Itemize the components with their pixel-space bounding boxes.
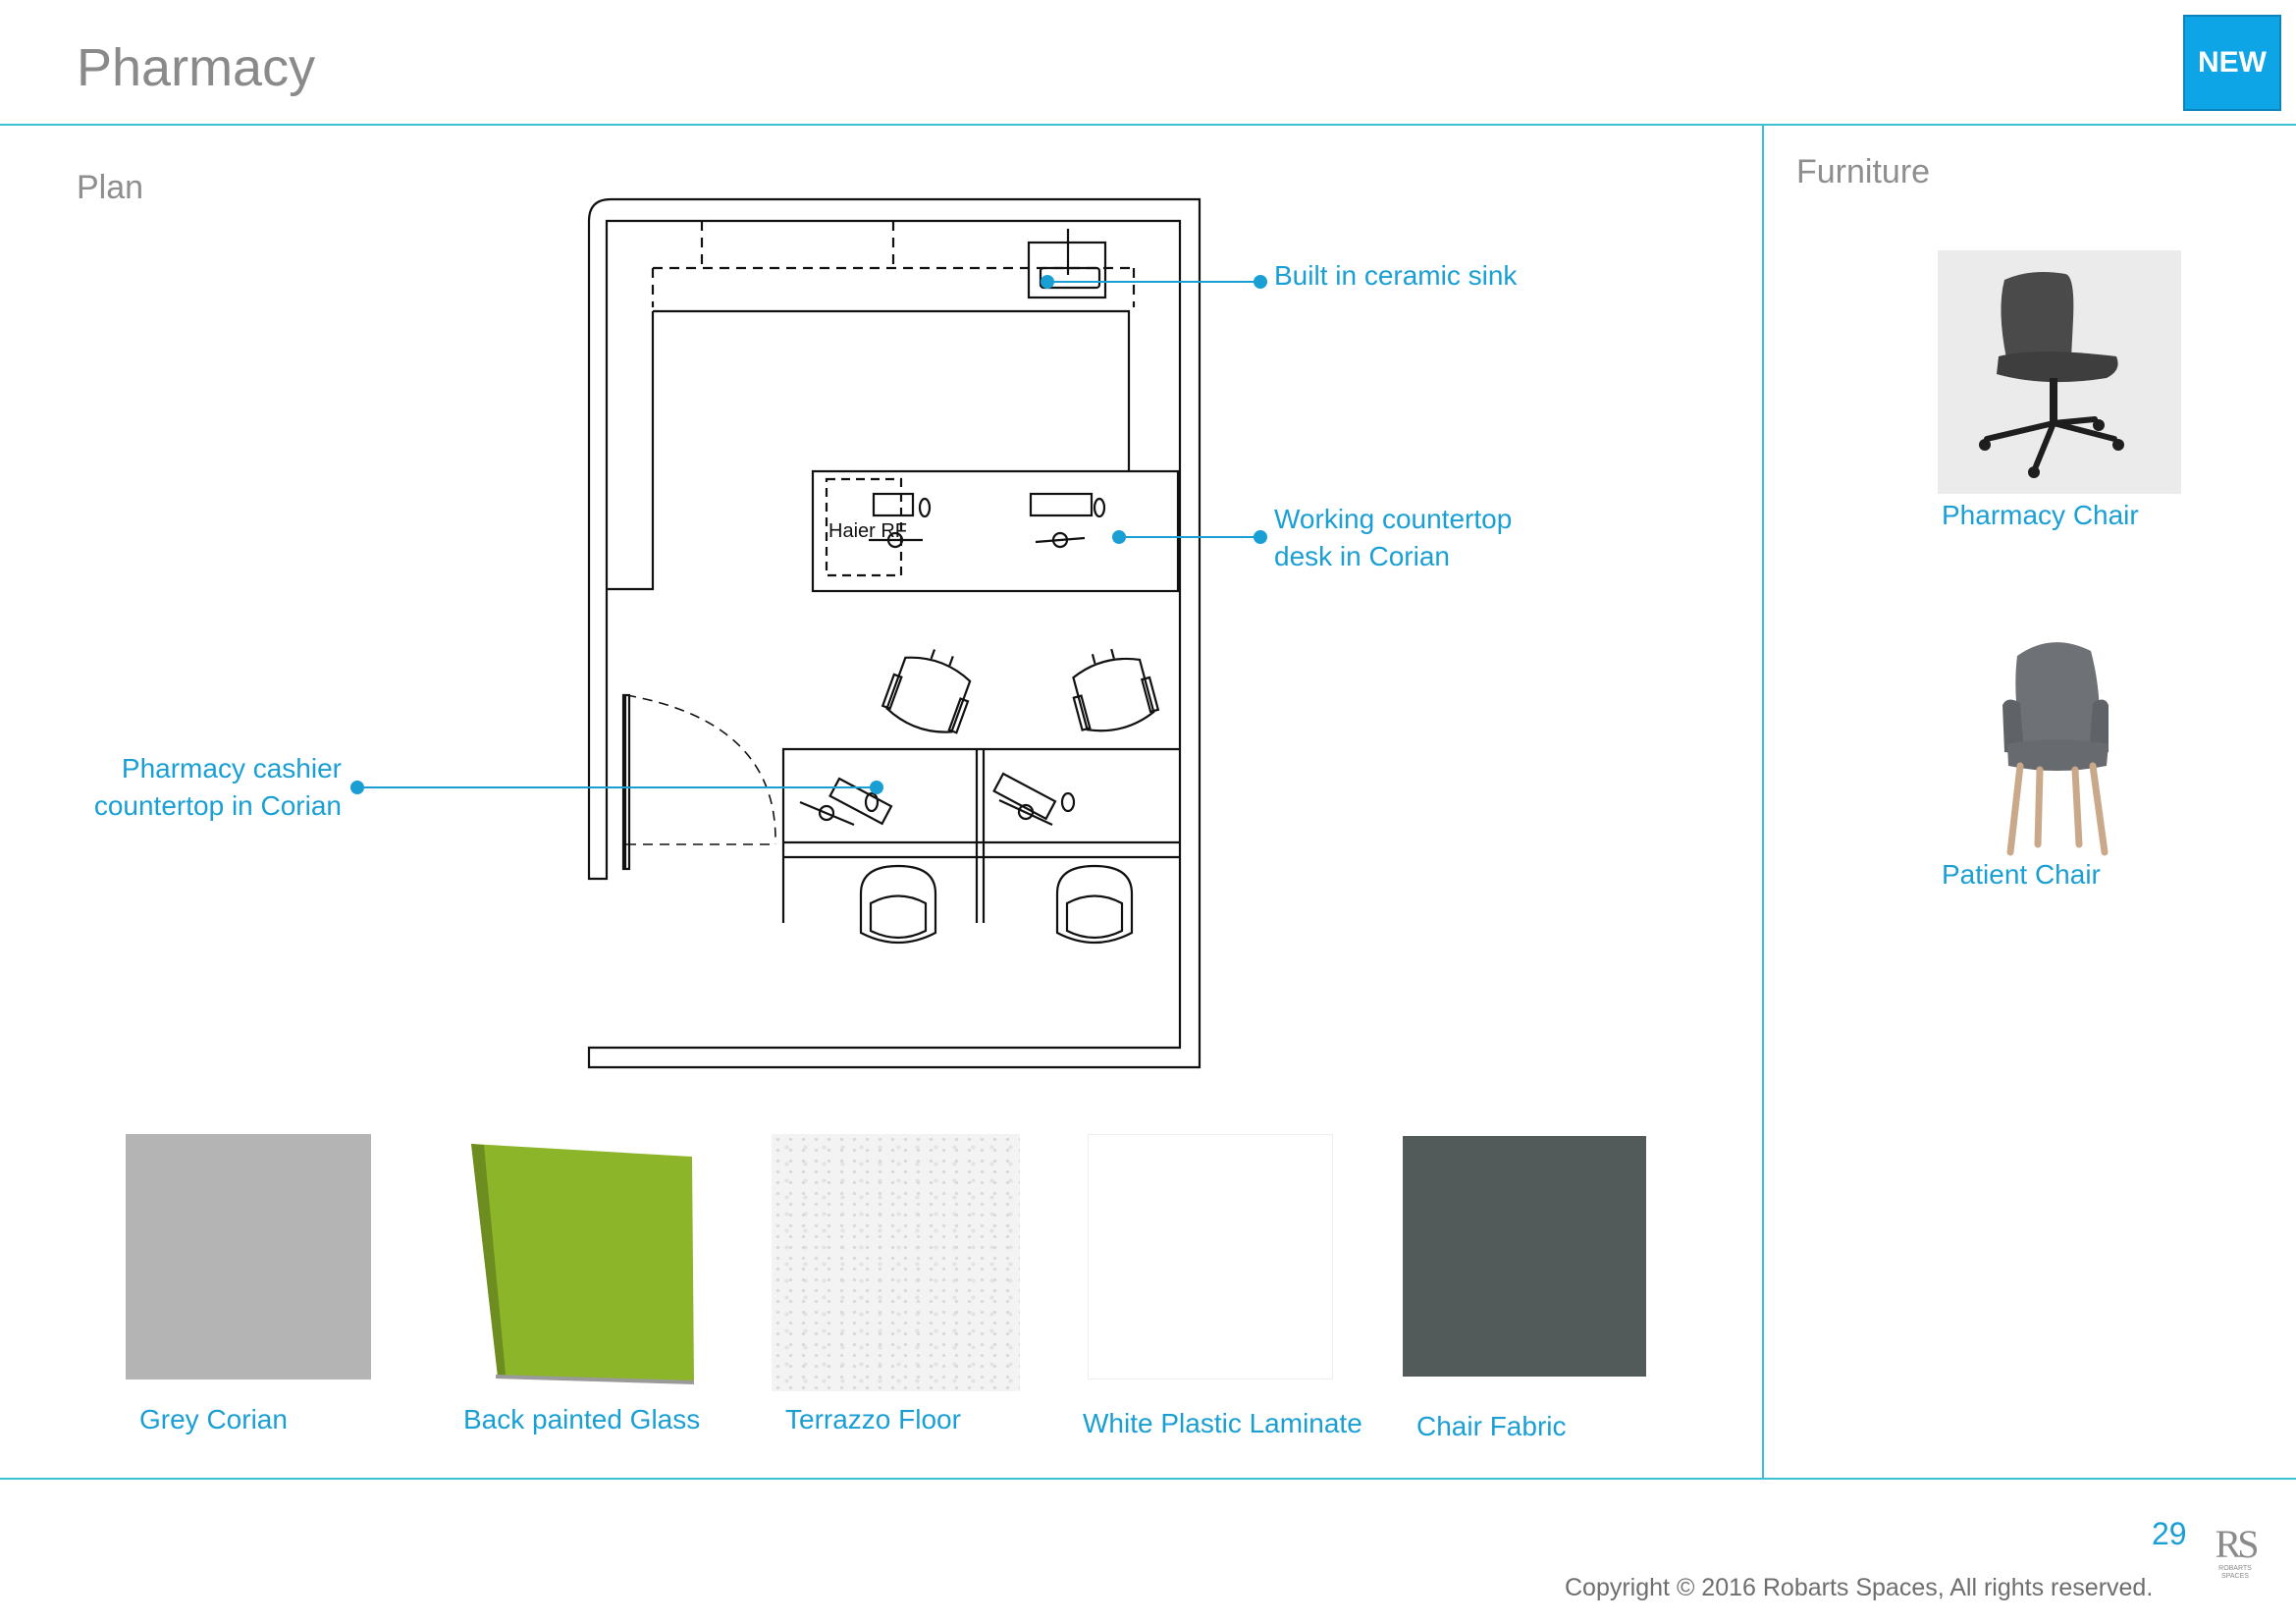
furniture-heading: Furniture xyxy=(1796,153,1931,190)
swatch-back-painted-glass xyxy=(471,1144,695,1384)
annotation-working-line1: Working countertop xyxy=(1274,504,1513,534)
patient-chair-image xyxy=(2002,642,2109,856)
new-badge: NEW xyxy=(2183,15,2281,111)
annotation-cashier-line1: Pharmacy cashier xyxy=(121,753,342,784)
floor-plan: Haier RF xyxy=(587,197,1201,1069)
label-white-plastic-laminate: White Plastic Laminate xyxy=(1083,1408,1362,1438)
label-grey-corian: Grey Corian xyxy=(139,1404,288,1434)
swatch-terrazzo-floor xyxy=(772,1134,1020,1391)
footer-divider xyxy=(0,1478,2296,1480)
annotation-working-line2: desk in Corian xyxy=(1274,541,1450,571)
swatch-white-plastic-laminate xyxy=(1088,1134,1333,1380)
swatch-grey-corian xyxy=(126,1134,371,1380)
furniture-label-pharmacy-chair: Pharmacy Chair xyxy=(1942,500,2139,530)
annotation-sink: Built in ceramic sink xyxy=(1274,260,1518,291)
annotation-cashier-line2: countertop in Corian xyxy=(93,790,342,821)
pharmacy-chair-image xyxy=(1938,250,2181,494)
fridge-label: Haier RF xyxy=(828,520,907,542)
furniture-label-patient-chair: Patient Chair xyxy=(1942,859,2101,890)
header-divider xyxy=(0,124,2296,126)
swatch-chair-fabric xyxy=(1403,1136,1646,1377)
logo-mark: RS xyxy=(2215,1522,2260,1566)
column-divider xyxy=(1762,125,1764,1480)
plan-heading: Plan xyxy=(77,169,144,206)
robarts-spaces-logo: RS ROBARTS SPACES xyxy=(2207,1524,2264,1581)
logo-subtext: ROBARTS SPACES xyxy=(2218,1565,2252,1580)
copyright-text: Copyright © 2016 Robarts Spaces, All rig… xyxy=(1565,1574,2154,1601)
label-back-painted-glass: Back painted Glass xyxy=(463,1404,701,1434)
page-number: 29 xyxy=(2152,1516,2187,1551)
label-chair-fabric: Chair Fabric xyxy=(1416,1411,1567,1441)
page-title: Pharmacy xyxy=(77,38,316,97)
label-terrazzo-floor: Terrazzo Floor xyxy=(785,1404,961,1434)
